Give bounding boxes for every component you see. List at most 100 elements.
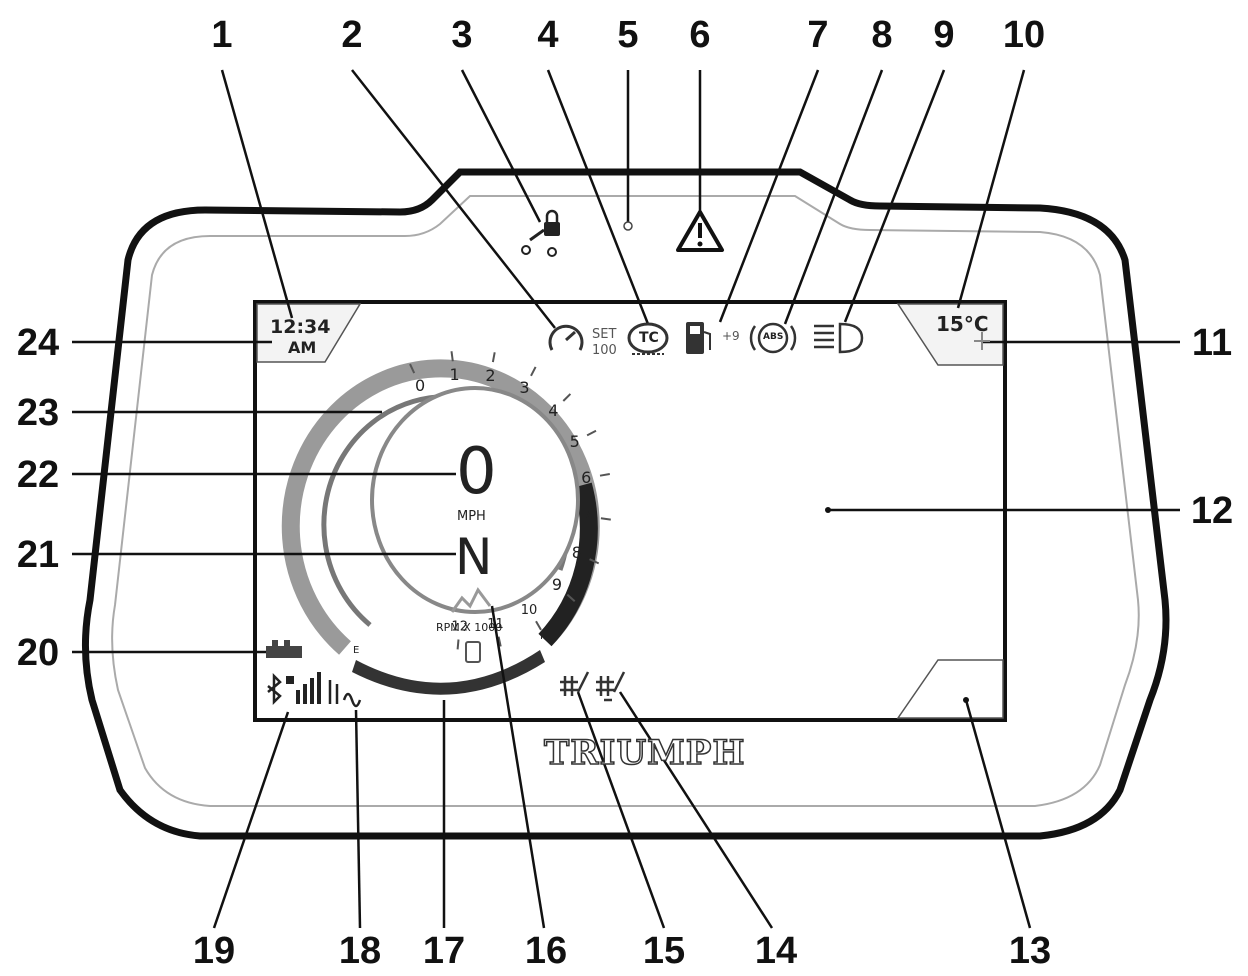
tc-label: TC: [639, 330, 659, 346]
callout-15: 15: [642, 930, 686, 972]
immobiliser-icon: [521, 209, 560, 257]
fuel-empty-label: E: [353, 645, 360, 656]
abs-label: ABS: [763, 332, 784, 342]
callout-1: 1: [211, 14, 233, 56]
gear-indicator: N: [455, 528, 493, 586]
heated-seat-icon: [596, 671, 626, 702]
leader-1: [220, 69, 294, 319]
engine-temp-icon: [266, 640, 302, 658]
leader-9: [843, 69, 946, 323]
callout-22: 22: [16, 454, 60, 496]
tach-center-dial: [370, 386, 580, 614]
leader-15: [576, 691, 666, 929]
callout-4: 4: [537, 14, 559, 56]
outer-housing: [81, 168, 1170, 840]
speed-readout: 0: [456, 435, 497, 509]
callout-2: 2: [341, 14, 363, 56]
riding-mode-icon: [328, 680, 362, 708]
fuel-gauge-bar: [352, 650, 545, 695]
brand-logo-text: TRIUMPH: [543, 733, 746, 773]
fuel-pump-icon: [465, 641, 481, 663]
tach-redline-band: [538, 482, 598, 647]
callout-7: 7: [807, 14, 829, 56]
callout-5: 5: [617, 14, 639, 56]
tach-tick-mark-4: [562, 393, 572, 402]
callout-13: 13: [1008, 930, 1052, 972]
leader-14: [618, 691, 774, 929]
leader-16: [490, 605, 546, 929]
cruise-control-icon: [548, 324, 584, 351]
low-fuel-icon: [686, 322, 711, 354]
leader-18: [354, 709, 362, 929]
clock-time: 12:34: [270, 316, 331, 338]
tach-tick-mark-11: [497, 636, 502, 647]
callout-8: 8: [871, 14, 893, 56]
temperature-readout: 15°C: [936, 312, 989, 336]
callout-24: 24: [16, 322, 60, 364]
tach-tick-mark-12: [456, 639, 460, 650]
bluetooth-icon: [267, 672, 282, 706]
leader-4: [546, 69, 650, 325]
tach-tick-mark-3: [530, 366, 537, 377]
tach-tick-6: 6: [581, 468, 591, 487]
leader-2: [351, 69, 556, 329]
traction-control-icon: [627, 322, 669, 355]
tach-tick-mark-0: [409, 363, 416, 374]
clock-ampm: AM: [288, 338, 317, 357]
fuel-range-label: +9: [722, 329, 740, 343]
tach-tick-mark-10: [535, 620, 542, 631]
callout-11: 11: [1191, 322, 1233, 364]
callout-20: 20: [16, 632, 60, 674]
callout-17: 17: [422, 930, 466, 972]
callout-3: 3: [451, 14, 473, 56]
callout-10: 10: [1002, 14, 1046, 56]
indicator-light-icon: [623, 221, 633, 231]
tach-tick-mark-1: [450, 351, 454, 362]
callout-14: 14: [754, 930, 798, 972]
frost-icon: [974, 332, 990, 350]
leader-19: [212, 711, 290, 929]
cruise-set-value: 100: [592, 343, 617, 358]
tach-tick-10: 10: [521, 603, 538, 618]
callout-9: 9: [933, 14, 955, 56]
speed-unit: MPH: [457, 509, 486, 524]
tach-tick-9: 9: [552, 575, 562, 594]
callout-21: 21: [16, 534, 60, 576]
callout-12: 12: [1190, 490, 1234, 532]
high-beam-icon: [814, 322, 864, 354]
rpm-label: RPM X 1000: [436, 621, 503, 634]
leader-3: [460, 69, 542, 223]
tach-tick-mark-8: [589, 558, 600, 565]
tach-tick-mark-2: [491, 352, 496, 363]
abs-icon: [749, 322, 797, 354]
lower-right-panel: [896, 659, 1004, 719]
leader-13: [964, 699, 1032, 929]
temp-panel: [896, 303, 1004, 366]
tach-tick-2: 2: [485, 366, 495, 385]
callout-6: 6: [689, 14, 711, 56]
callout-19: 19: [192, 930, 236, 972]
tach-tick-3: 3: [519, 378, 529, 397]
tach-tick-mark-9: [566, 593, 576, 603]
fuel-full-label: F: [540, 631, 546, 642]
callout-18: 18: [338, 930, 382, 972]
heated-grip-icon: [560, 671, 590, 696]
leader-7: [718, 69, 820, 323]
warning-triangle-icon: [676, 210, 724, 252]
leader-dot-12: [825, 507, 831, 513]
leader-10: [956, 69, 1026, 309]
tach-tick-12: 12: [451, 620, 468, 635]
callout-23: 23: [16, 392, 60, 434]
leader-dot-13: [963, 697, 969, 703]
rpm-trace-icon: [450, 587, 492, 613]
tach-tick-mark-6: [599, 473, 610, 477]
tach-tick-8: 8: [572, 543, 582, 562]
tach-tick-mark-5: [586, 429, 597, 437]
tach-tick-5: 5: [570, 432, 580, 451]
inner-bezel: [111, 195, 1140, 807]
leader-8: [783, 69, 884, 325]
phone-signal-icon: [286, 672, 321, 704]
tach-tick-7: 7: [582, 506, 592, 525]
